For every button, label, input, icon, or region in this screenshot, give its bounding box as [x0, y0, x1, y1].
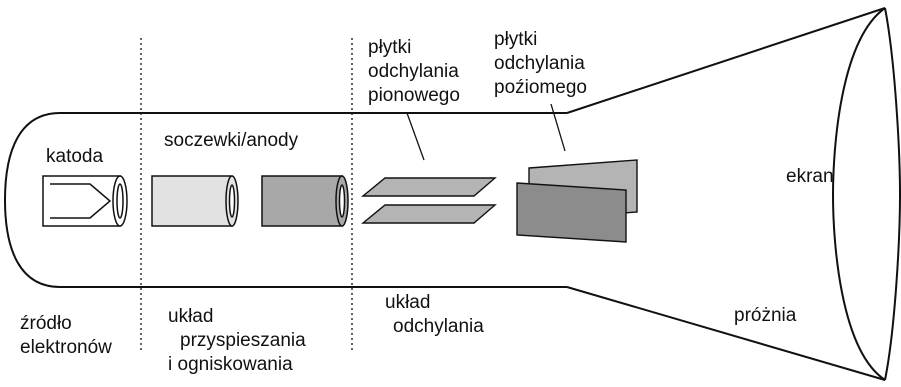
cone-top-edge	[566, 7, 886, 114]
vertical-deflection-plates	[361, 112, 497, 224]
plate-pointer-line	[406, 112, 425, 161]
anode-1	[151, 175, 239, 227]
anode-1-body	[151, 175, 233, 227]
anode-2-hole	[338, 184, 346, 218]
plate-pointer-line-2	[550, 103, 566, 152]
label-uklad-odch-2: odchylania	[393, 316, 484, 337]
label-zrodlo-2: elektronów	[20, 337, 112, 358]
label-plytki-pion-2: odchylania	[368, 61, 459, 82]
anode-2-body	[261, 175, 343, 227]
upper-plate	[361, 177, 497, 197]
anode-1-hole	[228, 184, 236, 218]
label-ekran: ekran	[786, 166, 834, 187]
cone-bottom-edge	[566, 286, 886, 381]
tube-neck-back	[3, 112, 61, 288]
section-separators	[140, 38, 353, 352]
label-uklad-przysp-2: przyspieszania	[180, 330, 306, 351]
label-prozni: próżnia	[734, 305, 797, 326]
label-katoda: katoda	[46, 146, 103, 167]
label-zrodlo-1: źródło	[20, 313, 72, 334]
label-uklad-odch-1: układ	[385, 292, 430, 313]
horizontal-deflection-plates	[516, 103, 638, 243]
label-plytki-poz-1: płytki	[494, 29, 537, 50]
front-plate	[516, 182, 627, 243]
cathode	[42, 175, 128, 227]
screen-arc-outer	[884, 7, 901, 381]
label-plytki-poz-2: odchylania	[494, 53, 585, 74]
cathode-filament	[50, 183, 112, 219]
label-plytki-pion-1: płytki	[368, 37, 411, 58]
lower-plate	[361, 204, 497, 224]
label-plytki-pion-3: pionowego	[368, 85, 460, 106]
label-soczewki: soczewki/anody	[164, 130, 299, 151]
screen-arc	[831, 7, 886, 381]
label-plytki-poz-3: poźiomego	[494, 77, 587, 98]
cathode-end-inner	[116, 183, 124, 219]
label-uklad-przysp-3: i ogniskowania	[168, 354, 293, 375]
tube-outline	[3, 7, 901, 381]
label-uklad-przysp-1: układ	[168, 306, 213, 327]
anode-2	[261, 175, 349, 227]
